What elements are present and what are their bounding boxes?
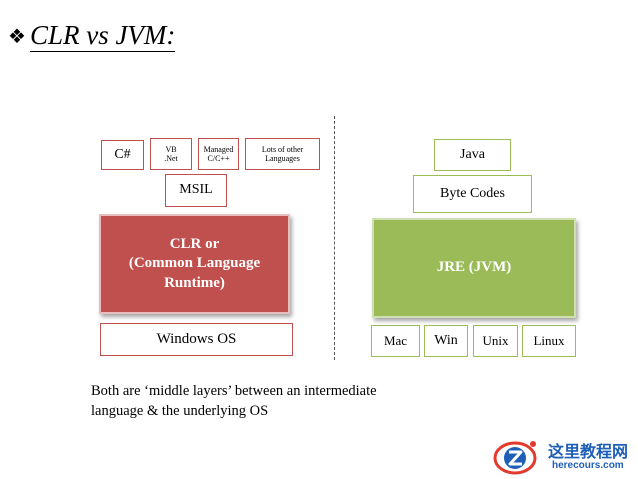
watermark-logo-icon [493, 441, 537, 475]
platform-unix-box: Unix [473, 325, 518, 357]
slide-caption: Both are ‘middle layers’ between an inte… [91, 383, 377, 419]
platform-mac-box: Mac [371, 325, 420, 357]
slide-title: CLR vs JVM: [29, 20, 176, 52]
diamond-cluster-icon: ❖ [8, 26, 26, 48]
platform-linux-box: Linux [522, 325, 576, 357]
watermark-url: herecours.com [552, 460, 624, 471]
lang-other-box: Lots of other Languages [245, 138, 320, 170]
byte-codes-box: Byte Codes [413, 175, 532, 213]
java-box: Java [434, 139, 511, 171]
platform-win-box: Win [424, 325, 468, 357]
column-divider [334, 116, 335, 360]
lang-csharp-box: C# [101, 140, 144, 170]
watermark-site-name: 这里教程网 [548, 442, 629, 461]
slide-heading: ❖ CLR vs JVM: [8, 20, 176, 54]
lang-managed-cpp-box: Managed C/C++ [198, 138, 239, 170]
lang-vbnet-box: VB .Net [150, 138, 192, 170]
msil-box: MSIL [165, 174, 227, 207]
windows-os-box: Windows OS [100, 323, 293, 356]
jre-runtime-box: JRE (JVM) [372, 218, 576, 318]
clr-runtime-box: CLR or (Common Language Runtime) [99, 214, 290, 314]
